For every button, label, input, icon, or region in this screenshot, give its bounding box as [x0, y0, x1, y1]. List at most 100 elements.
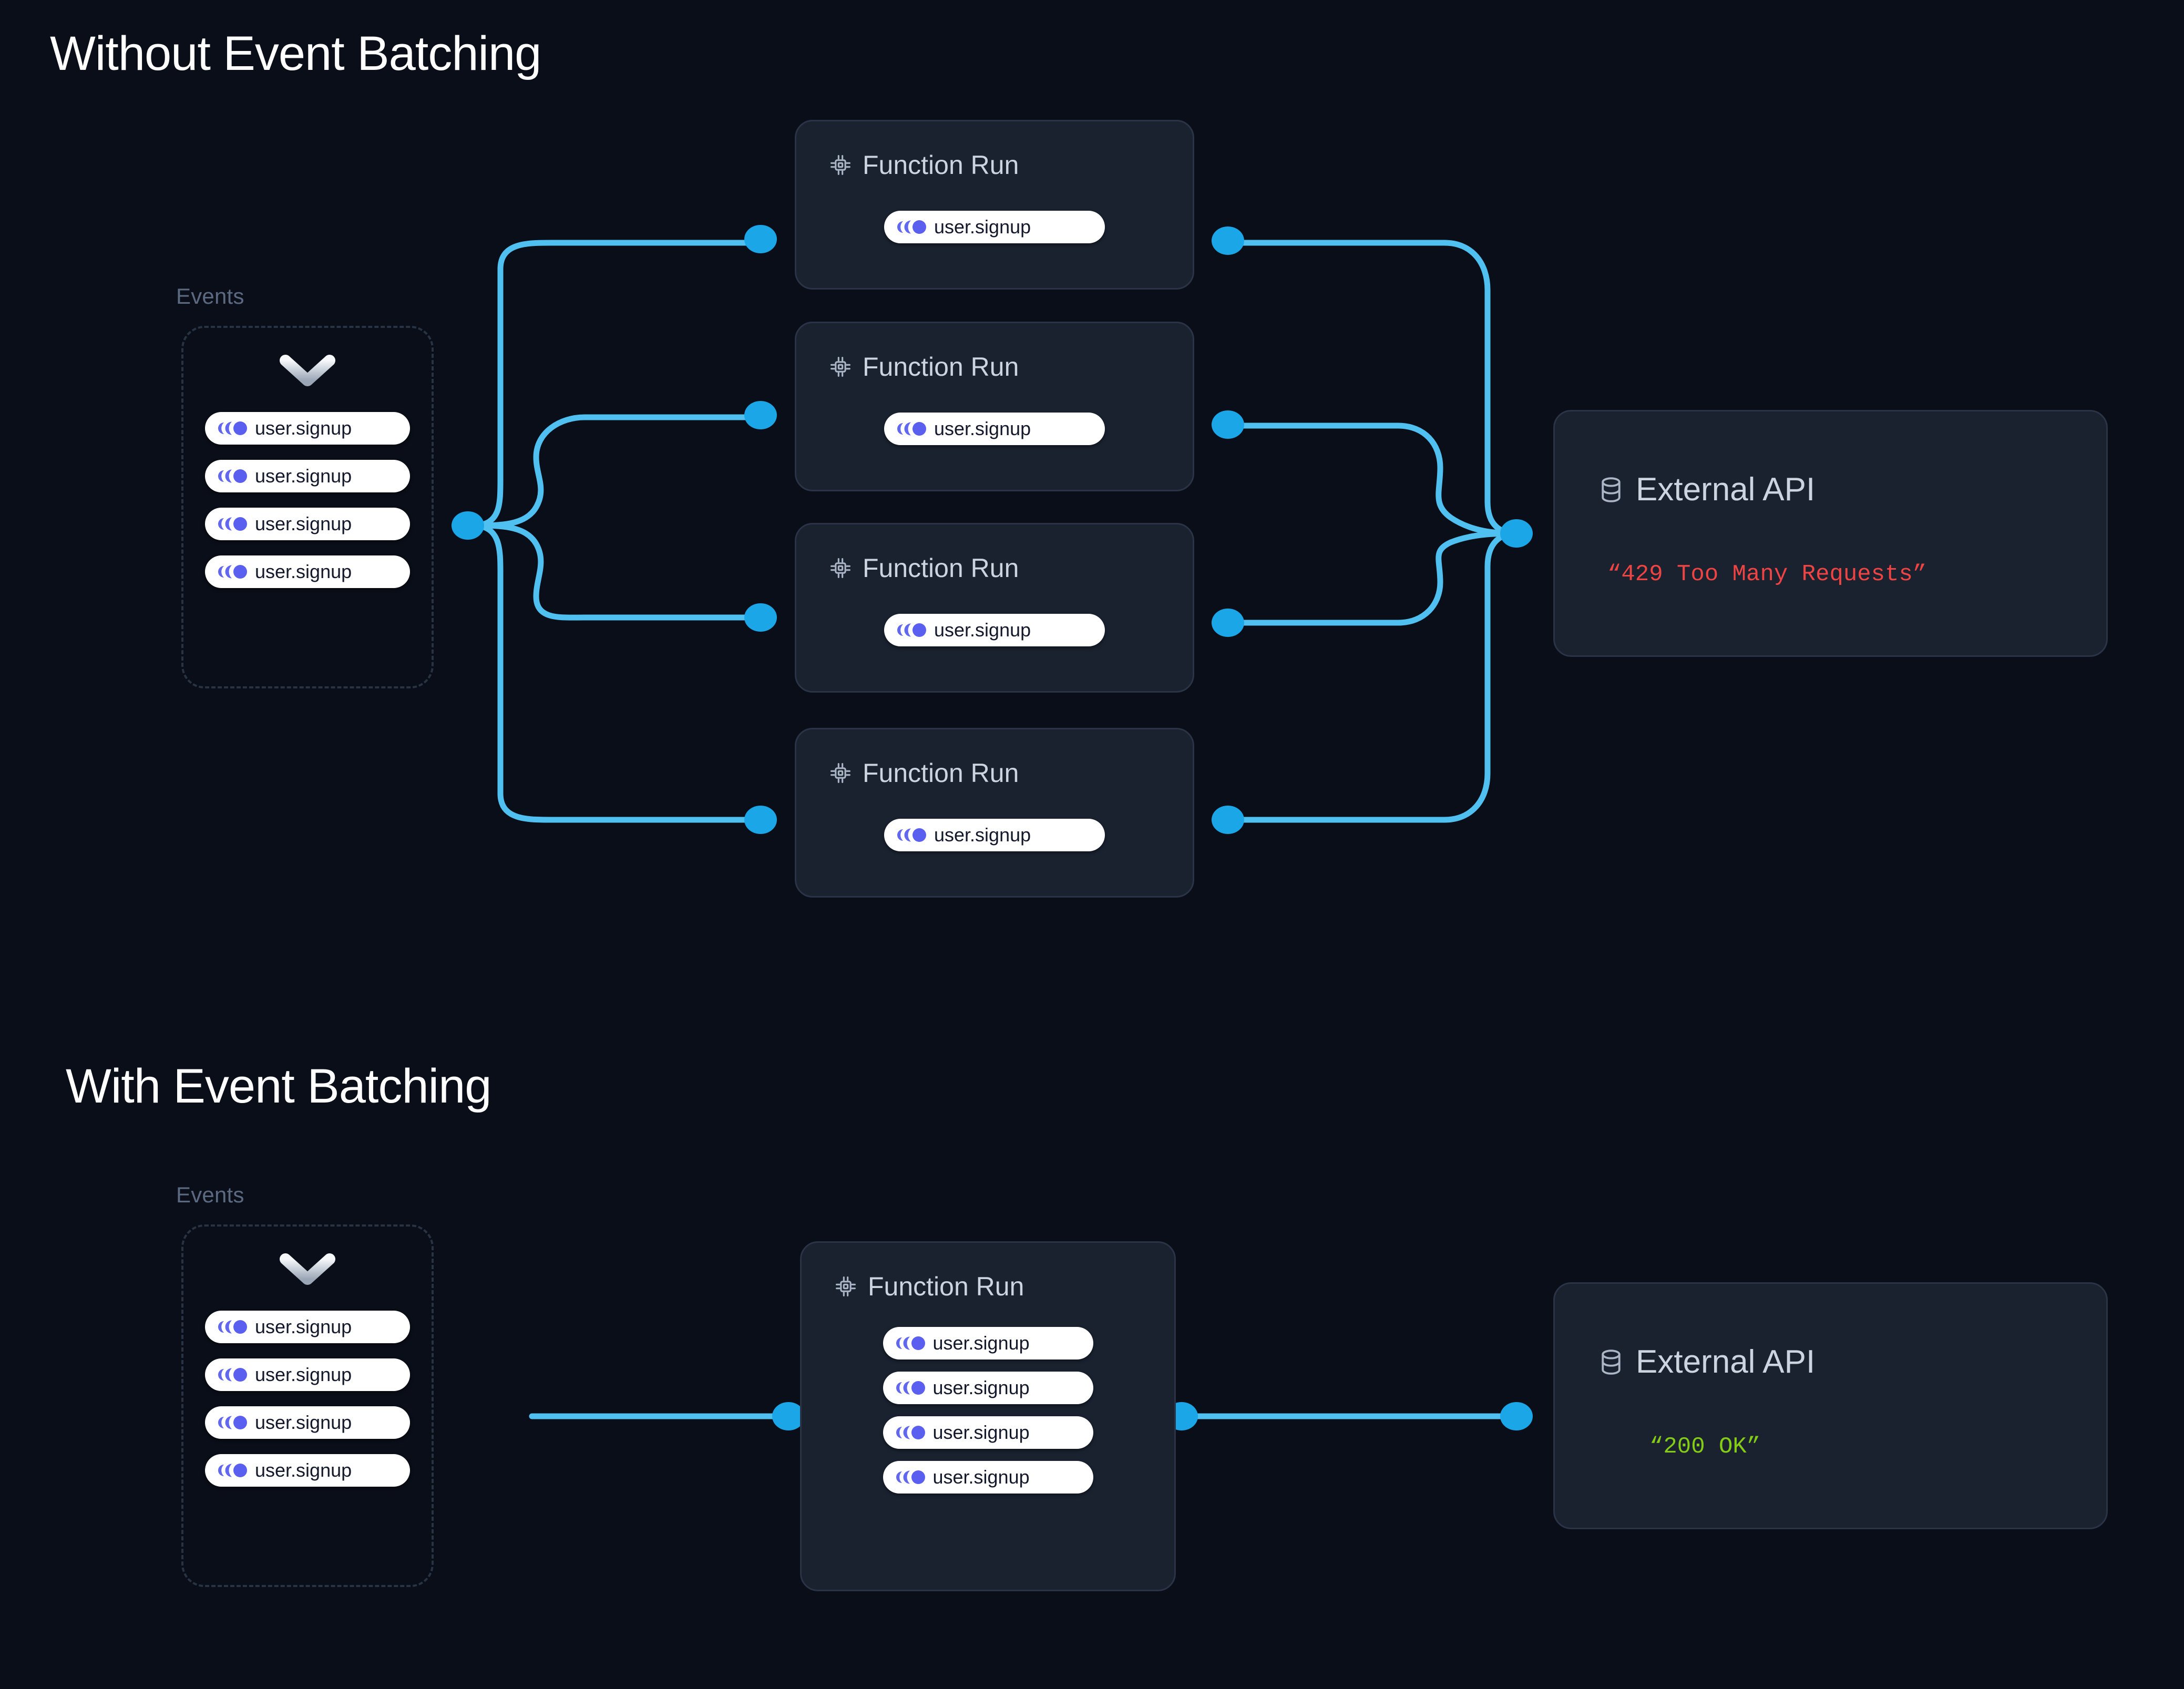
event-icon	[218, 1416, 247, 1429]
event-pill[interactable]: user.signup	[884, 211, 1105, 243]
event-pill[interactable]: user.signup	[884, 819, 1105, 851]
event-pill[interactable]: user.signup	[884, 413, 1105, 445]
status-badge: “200 OK”	[1649, 1434, 1761, 1460]
event-icon	[218, 1464, 247, 1477]
event-icon	[896, 1381, 925, 1395]
event-pill[interactable]: user.signup	[205, 555, 410, 588]
edge-events-to-run-3	[470, 522, 764, 621]
function-run-event-list: user.signup	[796, 211, 1193, 243]
event-icon	[896, 1426, 925, 1439]
external-api-title: External API	[1636, 471, 1816, 508]
external-api-header: External API	[1597, 1346, 1815, 1378]
event-pill[interactable]: user.signup	[883, 1461, 1093, 1494]
node-run-1-in	[744, 225, 777, 253]
function-run-card[interactable]: Function Run user.signup user.signup	[800, 1241, 1176, 1591]
function-run-header: Function Run	[829, 555, 1019, 581]
event-pill[interactable]: user.signup	[205, 1311, 410, 1343]
edge-events-to-run-1	[470, 240, 764, 529]
event-pill-list: user.signup user.signup	[183, 412, 432, 588]
events-label: Events	[176, 1182, 244, 1207]
event-pill[interactable]: user.signup	[205, 1358, 410, 1391]
event-pill-label: user.signup	[932, 1332, 1030, 1354]
database-icon	[1602, 477, 1621, 502]
external-api-card[interactable]: External API “429 Too Many Requests”	[1553, 410, 2108, 657]
chip-icon	[830, 763, 850, 783]
event-pill-label: user.signup	[255, 417, 352, 439]
event-icon	[218, 565, 247, 579]
external-api-title: External API	[1636, 1344, 1816, 1380]
edge-run-1-to-api	[1227, 240, 1520, 537]
event-pill-label: user.signup	[932, 1466, 1030, 1488]
edge-events-to-run-4	[470, 522, 764, 823]
event-pill-label: user.signup	[934, 216, 1031, 238]
function-run-title: Function Run	[863, 150, 1019, 180]
event-pill-label: user.signup	[255, 1364, 352, 1385]
event-icon	[897, 422, 926, 436]
event-pill[interactable]: user.signup	[205, 412, 410, 445]
event-pill[interactable]: user.signup	[205, 1406, 410, 1439]
node-run-4-out	[1212, 806, 1244, 834]
event-pill-list: user.signup user.signup	[183, 1311, 432, 1487]
event-pill[interactable]: user.signup	[205, 1454, 410, 1487]
function-run-event-list: user.signup	[796, 819, 1193, 851]
event-pill-label: user.signup	[255, 1459, 352, 1481]
status-badge: “429 Too Many Requests”	[1607, 561, 1927, 588]
external-api-header: External API	[1597, 473, 1815, 506]
function-run-header: Function Run	[829, 354, 1019, 380]
function-run-header: Function Run	[834, 1273, 1024, 1300]
event-pill[interactable]: user.signup	[884, 614, 1105, 646]
event-pill-label: user.signup	[255, 561, 352, 582]
function-run-card[interactable]: Function Run user.signup	[795, 523, 1194, 693]
event-pill-label: user.signup	[934, 619, 1031, 641]
function-run-header: Function Run	[829, 760, 1019, 786]
chevron-down-icon[interactable]	[183, 354, 432, 387]
event-pill[interactable]: user.signup	[883, 1327, 1093, 1360]
event-icon	[218, 1320, 247, 1334]
event-pill-label: user.signup	[932, 1422, 1030, 1443]
chip-icon	[830, 357, 850, 377]
event-icon	[896, 1470, 925, 1484]
event-pill[interactable]: user.signup	[205, 460, 410, 492]
event-pill-label: user.signup	[255, 1316, 352, 1337]
event-pill-label: user.signup	[934, 418, 1031, 439]
edge-run-3-to-api	[1227, 530, 1520, 626]
node-run-3-out	[1212, 609, 1244, 637]
event-icon	[218, 517, 247, 531]
function-run-card[interactable]: Function Run user.signup	[795, 120, 1194, 290]
event-pill[interactable]: user.signup	[205, 508, 410, 540]
events-label: Events	[176, 284, 244, 308]
section-title-with-batching: With Event Batching	[66, 1059, 491, 1113]
function-run-title: Function Run	[863, 758, 1019, 788]
node-run-4-in	[744, 806, 777, 834]
function-run-title: Function Run	[863, 352, 1019, 382]
event-pill-label: user.signup	[255, 1412, 352, 1433]
node-run-2-in	[744, 401, 777, 429]
function-run-event-list: user.signup user.signup user.signup	[802, 1327, 1174, 1494]
edge-run-4-to-api	[1227, 530, 1520, 823]
event-icon	[218, 469, 247, 483]
event-icon	[896, 1336, 925, 1350]
function-run-card[interactable]: Function Run user.signup	[795, 322, 1194, 491]
event-icon	[897, 828, 926, 842]
function-run-card[interactable]: Function Run user.signup	[795, 728, 1194, 898]
event-pill[interactable]: user.signup	[883, 1372, 1093, 1404]
events-container: user.signup user.signup	[181, 1224, 434, 1587]
section-title-without-batching: Without Event Batching	[50, 27, 541, 80]
edge-run-2-to-api	[1227, 423, 1520, 537]
events-container: user.signup user.signup	[181, 326, 434, 688]
event-pill[interactable]: user.signup	[883, 1416, 1093, 1449]
node-batch-api-in	[1500, 1402, 1533, 1430]
external-api-card[interactable]: External API “200 OK”	[1553, 1282, 2108, 1529]
event-pill-label: user.signup	[255, 513, 352, 534]
node-events-hub	[452, 511, 484, 540]
event-icon	[897, 623, 926, 637]
event-icon	[218, 421, 247, 435]
event-pill-label: user.signup	[932, 1377, 1030, 1398]
function-run-event-list: user.signup	[796, 614, 1193, 646]
chevron-down-icon[interactable]	[183, 1253, 432, 1285]
node-run-2-out	[1212, 410, 1244, 439]
function-run-title: Function Run	[863, 553, 1019, 583]
event-pill-label: user.signup	[255, 465, 352, 487]
chip-icon	[836, 1276, 856, 1296]
